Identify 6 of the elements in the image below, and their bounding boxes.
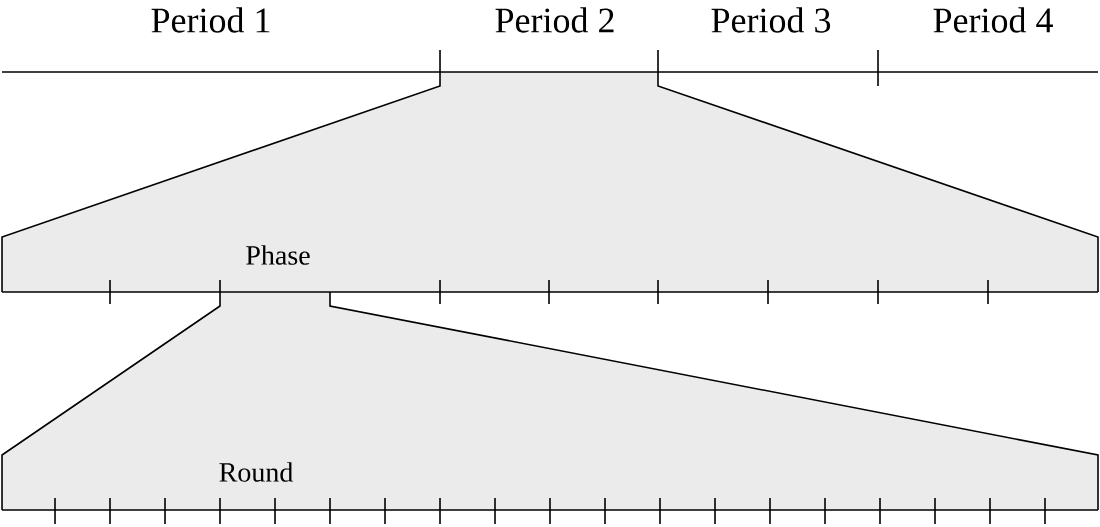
phase-label: Phase (246, 245, 310, 265)
round-label: Round (219, 462, 293, 482)
period-label: Period 2 (495, 7, 614, 33)
period-label: Period 4 (933, 7, 1053, 33)
period-label: Period 1 (151, 7, 270, 33)
period-label: Period 3 (711, 7, 831, 33)
